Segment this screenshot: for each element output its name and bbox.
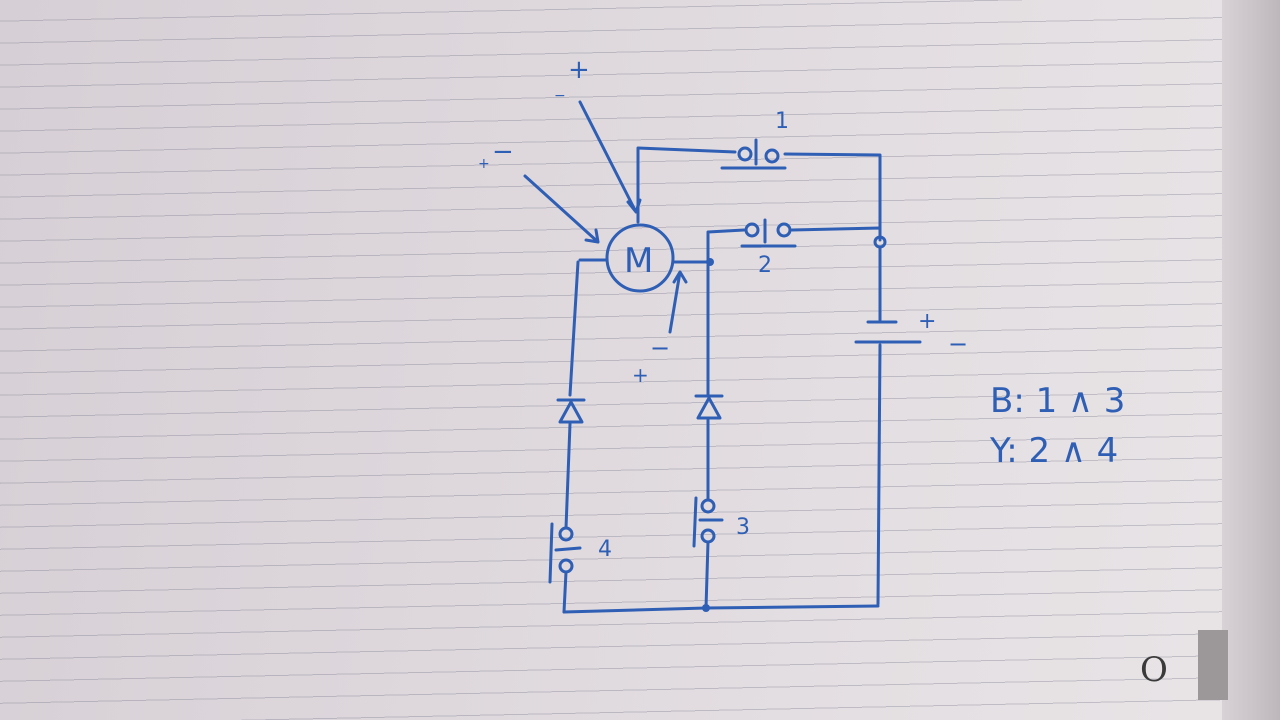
- battery-plus: +: [918, 309, 936, 334]
- switch-1: [720, 138, 787, 170]
- left-terminal-alt-sign: +: [478, 156, 490, 172]
- switch-4-label: 4: [598, 537, 612, 562]
- battery-minus: −: [948, 330, 968, 358]
- wire-top: [636, 146, 882, 240]
- wire-left-lower: [562, 570, 568, 614]
- page-tab-mark: [1198, 630, 1228, 700]
- corner-letter: O: [1140, 650, 1168, 690]
- diode-middle: [694, 394, 724, 420]
- switch-1-label: 1: [775, 109, 789, 134]
- diode-left: [556, 398, 586, 424]
- switch-4: [548, 522, 582, 584]
- wire-left-upper: [568, 260, 580, 397]
- right-terminal-sign-bottom: +: [632, 363, 649, 387]
- wire-bottom: [562, 604, 880, 614]
- switch-3-label: 3: [736, 515, 750, 540]
- wire-mid-lower: [704, 540, 710, 610]
- battery-symbol: [854, 320, 922, 344]
- wire-right-lower: [876, 343, 882, 606]
- note-line-1: B: 1 ∧ 3: [990, 381, 1125, 421]
- left-terminal-arrow: [523, 174, 600, 244]
- right-terminal-arrow: [668, 270, 688, 334]
- top-terminal-arrow: [578, 100, 642, 214]
- note-line-2: Y: 2 ∧ 4: [989, 431, 1118, 471]
- switch-2: [740, 218, 797, 248]
- motor-symbol: [578, 223, 710, 293]
- top-terminal-sign: +: [568, 55, 590, 85]
- switch-2-label: 2: [758, 253, 772, 278]
- right-terminal-sign-top: −: [650, 334, 670, 362]
- motor-label: M: [624, 241, 653, 281]
- page-binding: [1222, 0, 1280, 720]
- node-bottom-middle: [702, 604, 710, 612]
- switch-3: [692, 496, 724, 548]
- top-terminal-alt-sign: −: [554, 88, 566, 104]
- left-terminal-sign: −: [492, 137, 514, 167]
- wire-left-middle: [564, 422, 572, 530]
